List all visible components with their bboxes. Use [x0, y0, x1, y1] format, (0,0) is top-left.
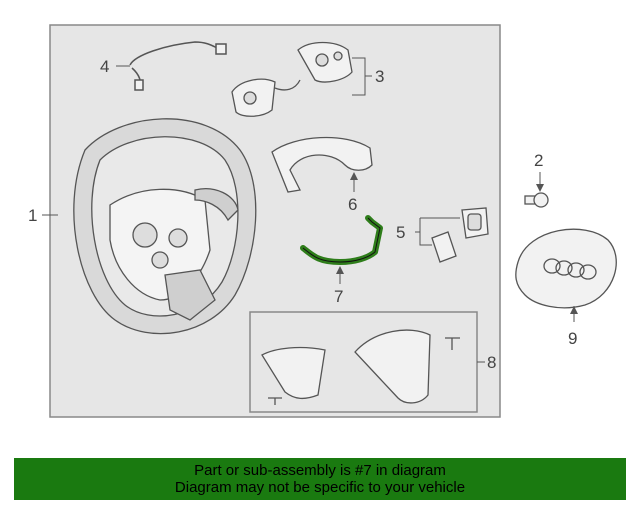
leader-line-5 — [415, 217, 460, 246]
arrow-2 — [536, 184, 544, 192]
arrow-7 — [336, 266, 344, 274]
info-banner: Part or sub-assembly is #7 in diagram Di… — [14, 458, 626, 500]
banner-line-1: Part or sub-assembly is #7 in diagram — [194, 462, 446, 479]
part-number-3[interactable]: 3 — [375, 67, 384, 86]
button-switches-part-5[interactable] — [431, 207, 489, 263]
part-number-1[interactable]: 1 — [28, 206, 37, 225]
trim-cover-part-6[interactable] — [271, 136, 373, 193]
airbag-module-part-9[interactable] — [515, 228, 617, 309]
part-number-9[interactable]: 9 — [568, 329, 577, 348]
steering-wheel-part-1[interactable] — [73, 118, 257, 335]
part-number-2[interactable]: 2 — [534, 151, 543, 170]
wire-harness-part-4[interactable] — [129, 41, 227, 91]
bracket-part-7[interactable] — [300, 215, 383, 265]
arrow-6 — [350, 172, 358, 180]
switch-module-part-3[interactable] — [231, 41, 353, 117]
part-number-7[interactable]: 7 — [334, 287, 343, 306]
part-number-8[interactable]: 8 — [487, 353, 496, 372]
part-number-4[interactable]: 4 — [100, 57, 109, 76]
lower-cover-part-8[interactable] — [261, 329, 460, 405]
leader-line-3 — [352, 57, 372, 96]
part-number-6[interactable]: 6 — [348, 195, 357, 214]
banner-line-2: Diagram may not be specific to your vehi… — [174, 479, 466, 496]
part-number-5[interactable]: 5 — [396, 223, 405, 242]
arrow-9 — [570, 306, 578, 314]
screw-part-2[interactable] — [524, 192, 549, 208]
